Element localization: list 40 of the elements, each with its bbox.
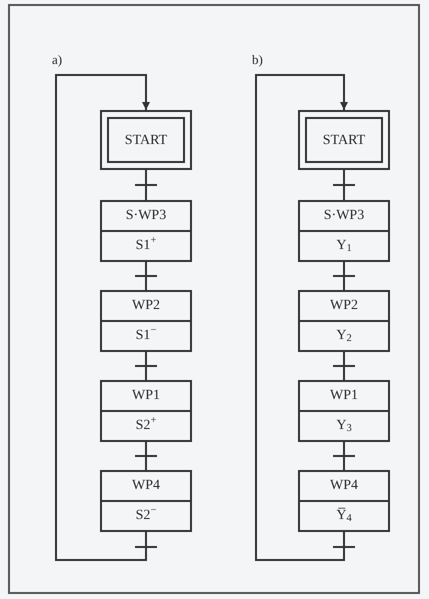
connector-line — [145, 262, 147, 290]
step-box — [100, 290, 192, 352]
connector-line — [343, 170, 345, 200]
step-action: S2$^{−}$ — [102, 500, 190, 530]
step-label: START — [107, 117, 185, 163]
step-action: Y̅$_{4}$ — [300, 500, 388, 530]
connector-line — [145, 352, 147, 380]
step-label: START — [305, 117, 383, 163]
connector-line — [145, 170, 147, 200]
step-condition: S·WP3 — [124, 207, 168, 225]
step-box — [298, 200, 390, 262]
step-condition: WP2 — [131, 297, 161, 315]
connector-line — [145, 442, 147, 470]
initial-step-box — [298, 110, 390, 170]
step-box — [298, 380, 390, 442]
step-box — [100, 380, 192, 442]
step-condition: WP1 — [131, 387, 161, 405]
connector-line — [343, 262, 345, 290]
initial-step-box — [100, 110, 192, 170]
step-box — [100, 200, 192, 262]
connector-line — [255, 74, 348, 561]
step-box — [298, 470, 390, 532]
connector-line — [343, 442, 345, 470]
step-action: Y$_{3}$ — [300, 410, 388, 440]
step-action: S1$^{+}$ — [102, 230, 190, 260]
step-condition: WP4 — [329, 477, 359, 495]
step-action: Y$_{2}$ — [300, 320, 388, 350]
step-action: S2$^{+}$ — [102, 410, 190, 440]
step-condition: WP2 — [329, 297, 359, 315]
step-condition: WP4 — [131, 477, 161, 495]
connector-line — [343, 352, 345, 380]
step-condition: WP1 — [329, 387, 359, 405]
step-box — [298, 290, 390, 352]
step-action: S1$^{−}$ — [102, 320, 190, 350]
connector-line — [55, 74, 150, 561]
step-condition: S·WP3 — [322, 207, 366, 225]
panel-label: b) — [252, 51, 263, 69]
step-action: Y$_{1}$ — [300, 230, 388, 260]
step-box — [100, 470, 192, 532]
panel-label: a) — [52, 51, 62, 69]
